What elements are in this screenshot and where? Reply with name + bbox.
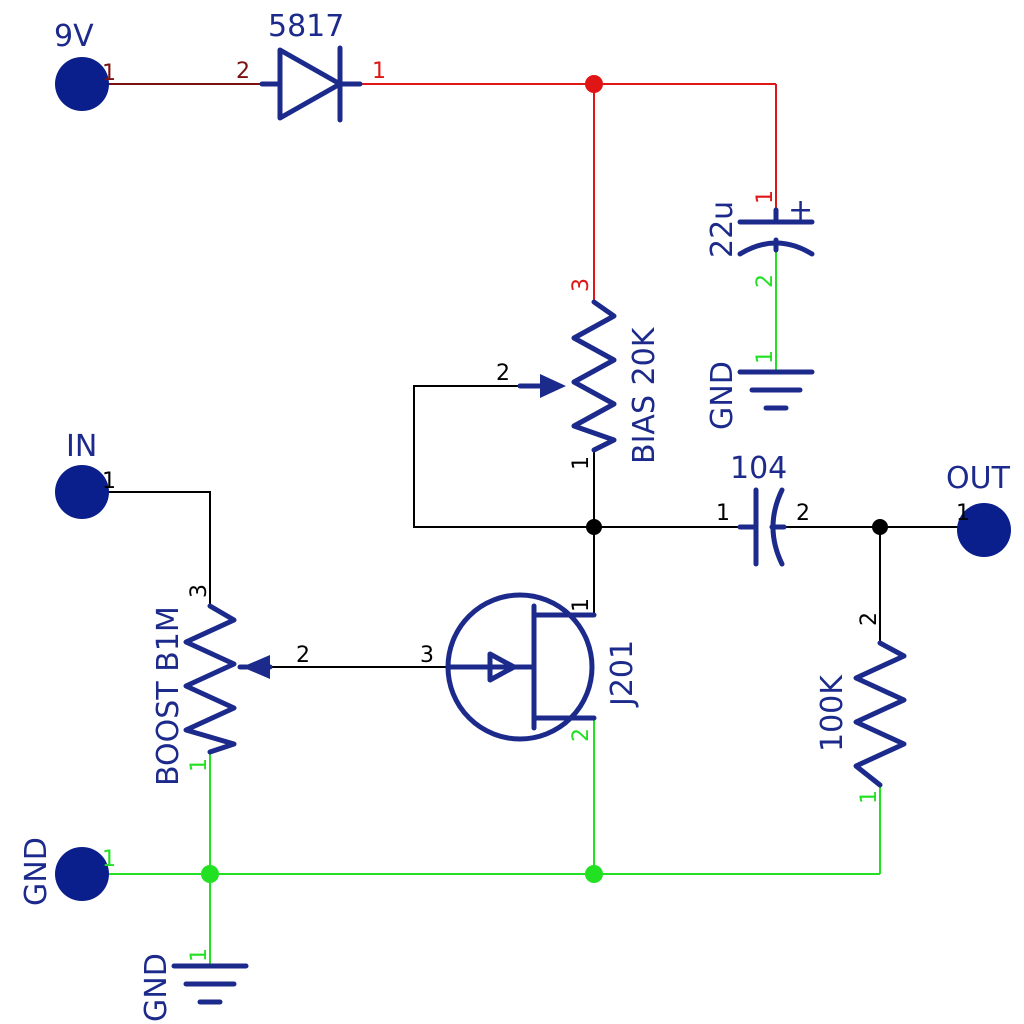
pin-c22-1: 1 (753, 190, 778, 204)
potentiometer-boost[interactable] (183, 603, 273, 755)
junction-supply (585, 75, 603, 93)
capacitor-104[interactable] (737, 487, 787, 567)
label-out: OUT (946, 461, 1011, 496)
junction-ground-mid (585, 865, 603, 883)
jfet-j201[interactable] (445, 592, 597, 742)
pin-jfet-1: 1 (569, 598, 594, 612)
pad-9v[interactable] (55, 57, 109, 111)
pad-in[interactable] (55, 465, 109, 519)
pin-c104-1: 1 (716, 501, 730, 526)
junction-drain (586, 519, 602, 535)
pin-jfet-2: 2 (569, 728, 594, 742)
pin-boost-1: 1 (187, 758, 212, 772)
boost-wiper-arrow (242, 655, 270, 679)
pin-boost-3: 3 (187, 584, 212, 598)
potentiometer-bias[interactable] (517, 299, 617, 453)
pin-c104-2: 2 (796, 501, 810, 526)
diode-5817[interactable] (259, 45, 363, 123)
pad-out[interactable] (957, 503, 1011, 557)
label-in: IN (66, 429, 97, 464)
label-bias-pot: BIAS 20K (627, 326, 662, 464)
label-gnd-pad: GND (19, 837, 54, 906)
label-diode: 5817 (268, 9, 344, 44)
label-res-100k: 100K (815, 674, 850, 752)
label-cap-22u: 22u (705, 201, 740, 258)
pin-bias-3: 3 (569, 278, 594, 292)
ground-symbol-cap (737, 369, 815, 411)
pin-r100-1: 1 (857, 790, 882, 804)
junction-out (872, 519, 888, 535)
pin-gndbot-1: 1 (187, 948, 212, 962)
pin-in-1: 1 (102, 469, 116, 494)
label-9v: 9V (54, 19, 94, 54)
pin-9v-1: 1 (102, 61, 116, 86)
pin-bias-2: 2 (496, 361, 510, 386)
pin-boost-2: 2 (296, 643, 310, 668)
pin-jfet-3: 3 (420, 643, 434, 668)
ground-symbol-bottom (171, 963, 249, 1005)
label-boost-pot: BOOST B1M (151, 606, 186, 786)
label-jfet: J201 (605, 640, 640, 708)
capacitor-polarity-plus: + (788, 193, 813, 228)
label-gnd-bottom: GND (139, 953, 174, 1022)
label-cap-104: 104 (730, 451, 787, 486)
bias-wiper-arrow (540, 374, 566, 398)
pin-out-1: 1 (956, 501, 970, 526)
pin-diode-1: 1 (372, 59, 386, 84)
pin-r100-2: 2 (857, 612, 882, 626)
pin-diode-2: 2 (236, 59, 250, 84)
pin-gndcap-1: 1 (753, 350, 778, 364)
pin-c22-2: 2 (753, 274, 778, 288)
label-gnd-cap: GND (705, 361, 740, 430)
capacitor-22u[interactable] (737, 207, 815, 257)
resistor-100k[interactable] (853, 640, 907, 788)
junction-ground-left (201, 865, 219, 883)
net-supply (360, 83, 777, 302)
pin-bias-1: 1 (569, 456, 594, 470)
pin-gndpad-1: 1 (102, 847, 116, 872)
pad-gnd[interactable] (55, 847, 109, 901)
